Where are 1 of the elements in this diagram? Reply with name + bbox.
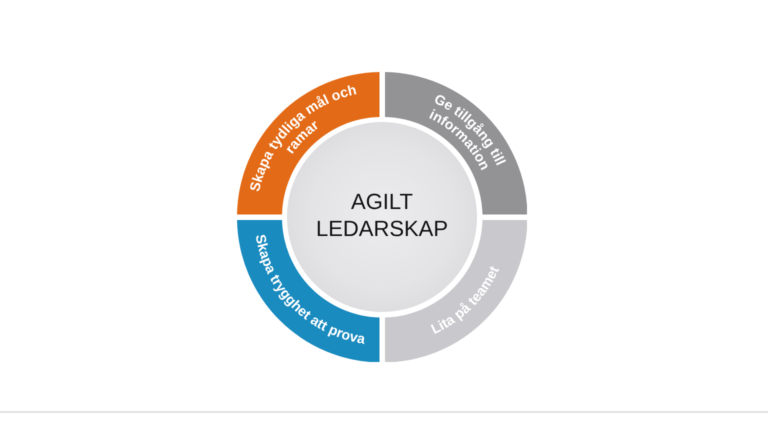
center-label: AGILT LEDARSKAP [314,188,450,242]
